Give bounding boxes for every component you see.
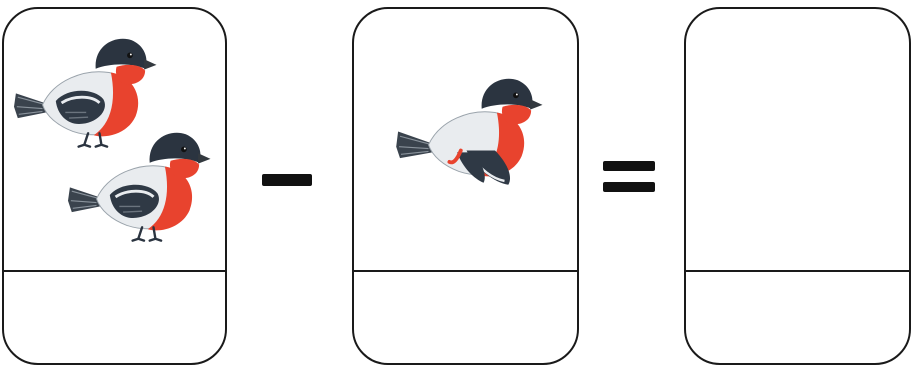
answer-box[interactable] (354, 272, 577, 363)
bullfinch-bird-icon (66, 131, 212, 243)
minuend-picture (4, 9, 225, 270)
subtrahend-picture (354, 9, 577, 270)
minuend-card (2, 7, 227, 365)
card-divider (686, 270, 909, 272)
result-picture[interactable] (686, 9, 909, 270)
answer-box[interactable] (4, 272, 225, 363)
minus-sign-icon (262, 174, 312, 188)
answer-box[interactable] (686, 272, 909, 363)
result-card (684, 7, 911, 365)
card-divider (4, 270, 225, 272)
subtrahend-card (352, 7, 579, 365)
equals-sign-icon (603, 161, 655, 193)
bird-group (12, 37, 212, 243)
bird-group (394, 76, 545, 187)
bullfinch-bird-icon (12, 37, 158, 149)
card-divider (354, 270, 577, 272)
bullfinch-bird-icon (394, 76, 545, 187)
